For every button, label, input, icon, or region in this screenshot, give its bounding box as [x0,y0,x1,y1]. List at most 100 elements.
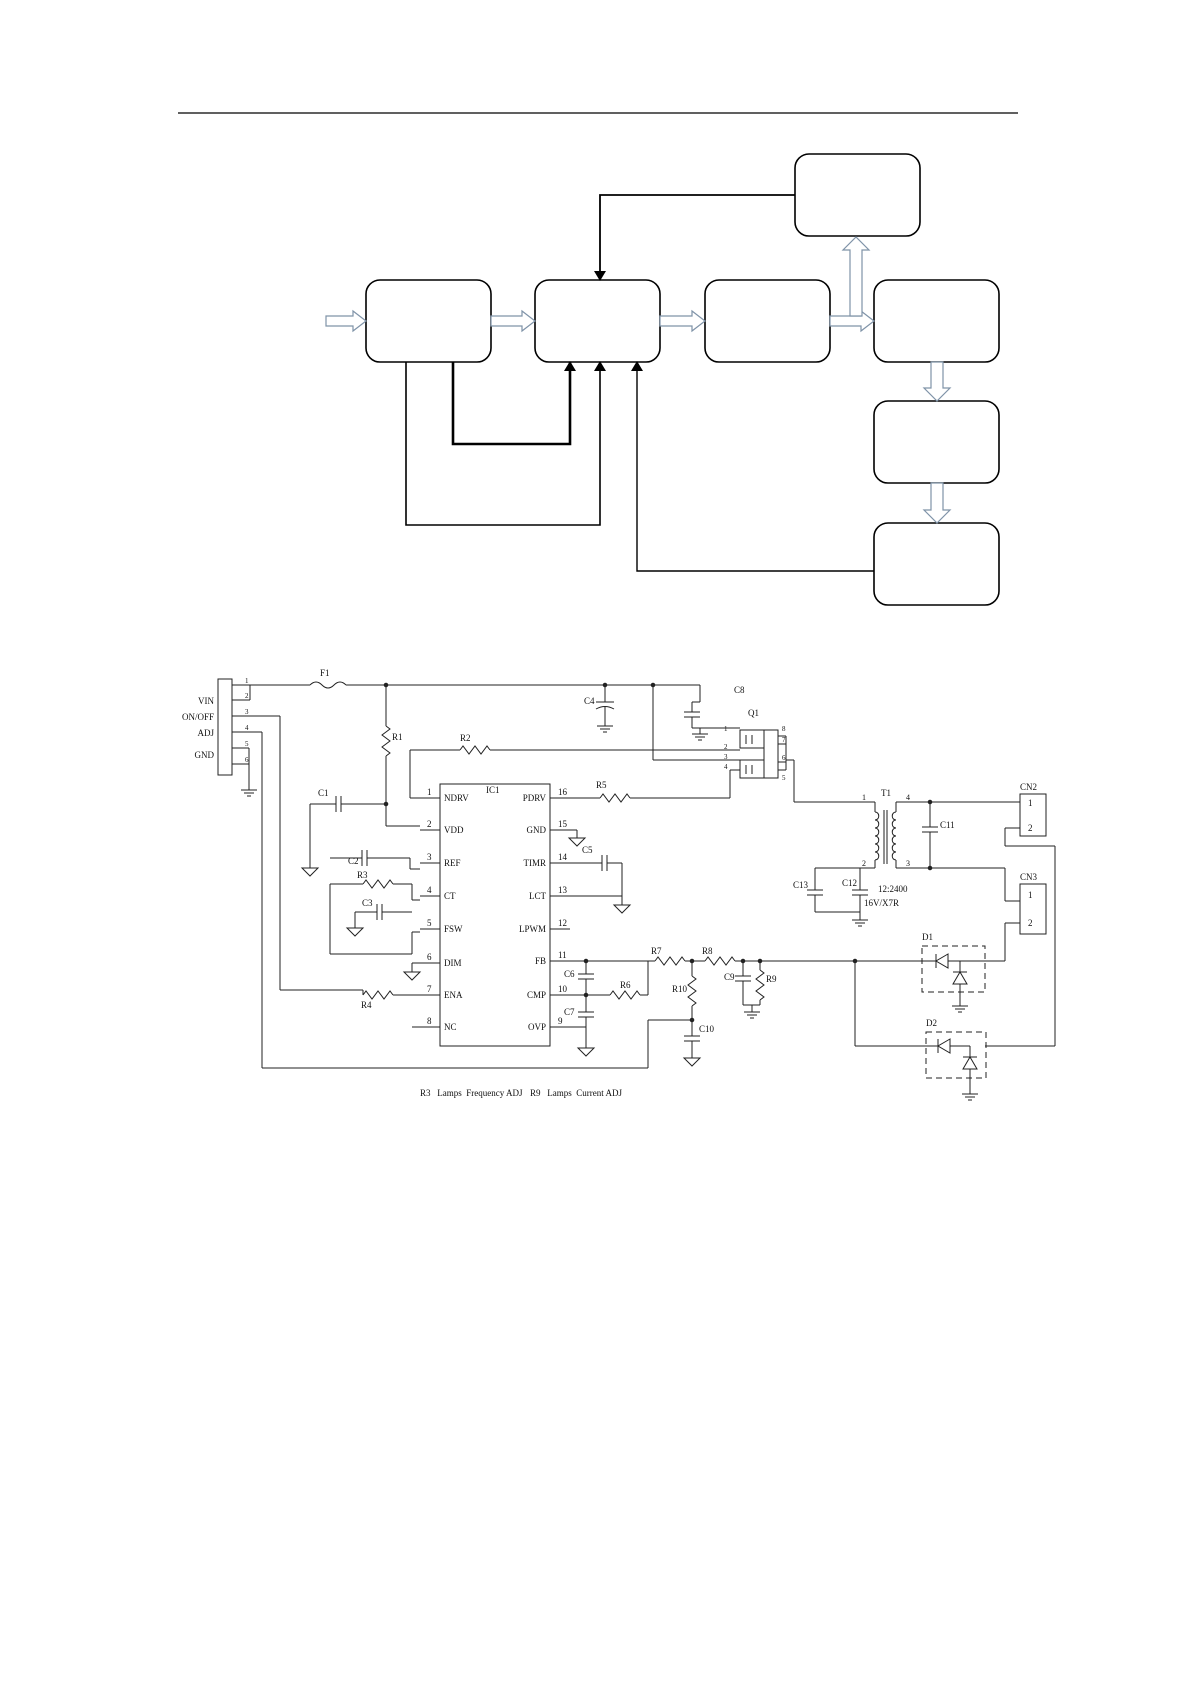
resistor-label: R8 [702,946,713,956]
diode-d1-ref: D1 [922,932,933,942]
transformer-pin: 1 [862,793,866,802]
signal-adj: ADJ [197,728,214,738]
connector-pin: 3 [245,708,249,716]
input-connector [217,678,233,776]
resistor-r10 [687,975,697,1007]
resistor-label: R1 [392,732,403,742]
resistor-label: R10 [672,984,688,994]
ic-pin-number: 11 [558,950,567,960]
ic-pin-number: 4 [427,885,432,895]
resistor-r2 [459,745,491,755]
resistor-r4 [362,990,394,1000]
ic-pin-name: NDRV [444,793,469,803]
resistor-label: R4 [361,1000,372,1010]
transformer-pin: 3 [906,859,910,868]
signal-vin: VIN [198,696,214,706]
block-diagram [325,153,1000,606]
connector-pin: 2 [1028,918,1033,928]
transformer-pin: 2 [862,859,866,868]
resistor-label: R7 [651,946,662,956]
feedback-top [594,194,795,281]
ic1-body [439,783,551,1047]
block-4 [873,279,1000,363]
ic-pin-name: VDD [444,825,464,835]
capacitor-label: C1 [318,788,329,798]
ic-pin-name: CMP [527,990,546,1000]
capacitor-label: C4 [584,696,595,706]
ic1-left-pin-stubs [420,797,440,1028]
connector-cn3 [1019,883,1047,935]
resistor-r6 [609,990,641,1000]
capacitor-label: C10 [699,1024,715,1034]
capacitor-label: C3 [362,898,373,908]
ic-pin-number: 9 [558,1016,563,1026]
capacitor-label: C8 [734,685,745,695]
ic-pin-number: 5 [427,918,432,928]
ic1-ref: IC1 [486,785,500,795]
diode-d1 [921,945,986,1006]
mosfet-pin: 3 [724,753,728,761]
ic-pin-name: ENA [444,990,463,1000]
connector-pin: 1 [1028,890,1033,900]
resistor-r3 [362,879,394,889]
connector-pin: 2 [245,692,249,700]
ic-pin-number: 1 [427,787,432,797]
resistor-label: R5 [596,780,607,790]
connector-cn2-ref: CN2 [1020,782,1037,792]
ic-pin-name: PDRV [523,793,547,803]
transformer-t1 [874,802,897,868]
mosfet-pin: 1 [724,725,728,733]
ic-pin-number: 13 [558,885,568,895]
resistor-r9 [755,969,765,1001]
ic-pin-number: 12 [558,918,567,928]
block-6 [873,522,1000,606]
arrow-2-3 [659,309,706,333]
ic-pin-number: 16 [558,787,568,797]
transformer-pin: 4 [906,793,910,802]
connector-pin: 1 [1028,798,1033,808]
ic-pin-number: 6 [427,952,432,962]
feedback-inner [451,361,576,446]
arrow-4-5 [922,361,952,402]
resistor-r1 [381,725,391,757]
ic-pin-name: NC [444,1022,457,1032]
schematic [217,678,1056,1101]
arrow-5-6 [922,482,952,524]
resistor-label: R2 [460,733,471,743]
feedback-bottom [631,361,874,572]
mosfet-pin: 8 [782,725,786,733]
mosfet-ref: Q1 [748,708,759,718]
note-r9: R9 Lamps Current ADJ [530,1088,622,1098]
ic-pin-name: DIM [444,958,462,968]
arrow-1-2 [490,309,536,333]
ic-pin-name: FSW [444,924,463,934]
block-1 [365,279,492,363]
resistor-label: R9 [766,974,777,984]
capacitor-label: C7 [564,1007,575,1017]
fuse-label: F1 [320,668,330,678]
block-2 [534,279,661,363]
input-arrow [325,309,367,333]
note-r3: R3 Lamps Frequency ADJ [420,1088,523,1098]
ic-pin-number: 7 [427,984,432,994]
ic-pin-number: 15 [558,819,568,829]
transformer-ratio: 12:2400 [878,884,908,894]
resistor-r5 [599,793,631,803]
signal-on-off: ON/OFF [182,712,214,722]
mosfet-pin: 4 [724,763,728,771]
ic-pin-name: TIMR [524,858,547,868]
block-3 [704,279,831,363]
ic-pin-name: GND [527,825,547,835]
feedback-outer [405,361,606,526]
ic-pin-number: 3 [427,852,432,862]
ic-pin-name: LPWM [519,924,546,934]
ic1-left-pins: 1 NDRV 2 VDD 3 REF 4 CT 5 FSW 6 DIM 7 EN… [427,787,469,1032]
capacitor-label: C11 [940,820,955,830]
capacitor-label: C13 [793,880,809,890]
mosfet-pin: 2 [724,743,728,751]
ic-pin-name: CT [444,891,456,901]
mosfet-pin: 6 [782,754,786,762]
resistor-label: R3 [357,870,368,880]
resistor-r8 [704,956,736,966]
